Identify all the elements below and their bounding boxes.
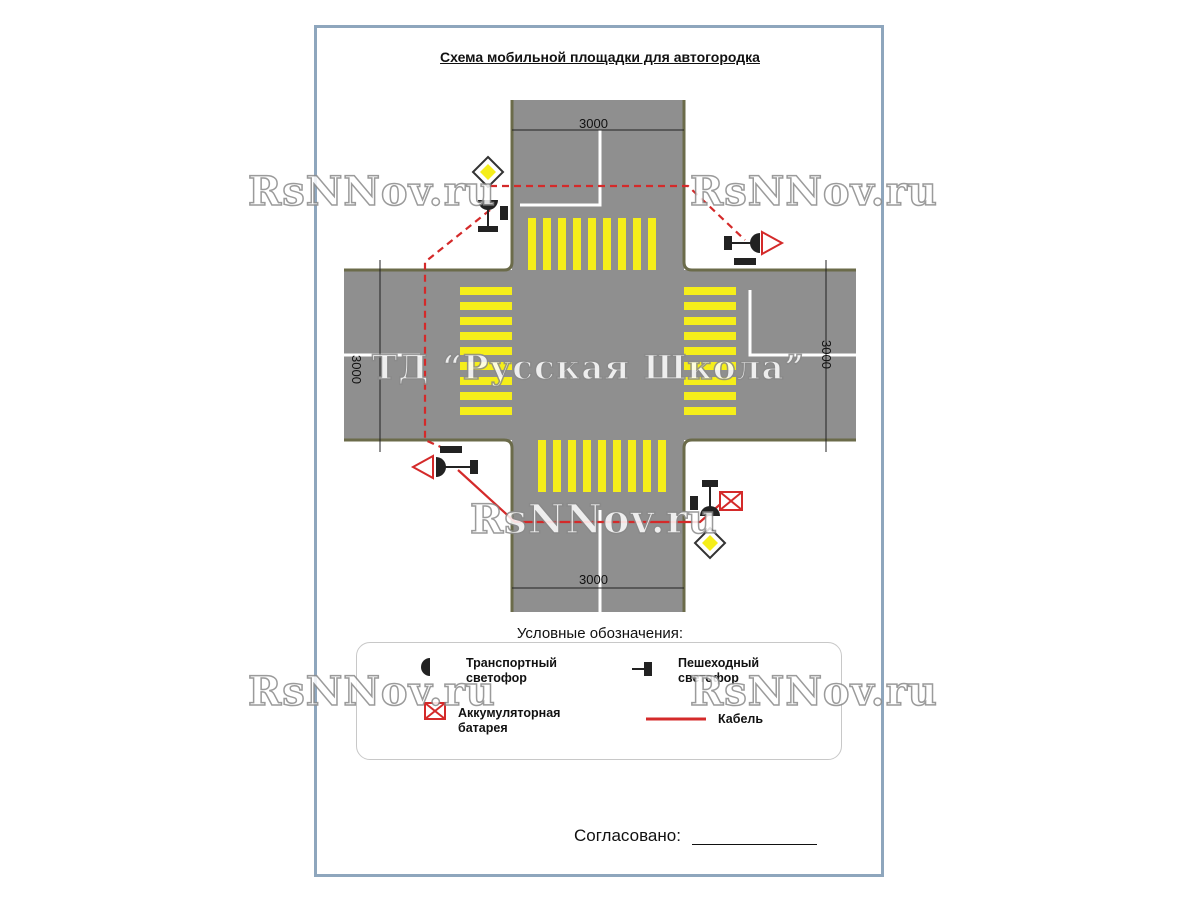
pedestrian-light-label: Пешеходный светофор [678,656,760,685]
approval-label: Согласовано: [574,826,681,845]
traffic-light-southwest [410,446,478,480]
crosswalk-south [538,440,666,492]
legend-box [356,642,842,760]
battery-legend-icon [424,702,446,720]
crosswalk-east [684,287,736,415]
battery-icon [719,491,743,511]
battery-label: Аккумуляторная батарея [458,706,561,735]
vehicle-light-label: Транспортный светофор [466,656,557,685]
cable-legend-icon [646,717,706,721]
crosswalk-north [528,218,656,270]
dimension-right: 3000 [819,340,834,369]
dimension-lines [379,129,827,589]
pedestrian-light-icon [632,662,652,676]
traffic-light-southeast [690,480,727,560]
crosswalk-west [460,287,512,415]
traffic-light-northwest [471,155,508,232]
dimension-top: 3000 [579,116,608,131]
lane-markings [344,130,856,612]
dimension-bottom: 3000 [579,572,608,587]
dimension-left: 3000 [349,355,364,384]
signature-line [692,844,817,845]
cable-label: Кабель [718,712,764,726]
traffic-light-northeast [724,230,785,265]
legend-heading: Условные обозначения: [516,625,684,642]
vehicle-light-icon [421,658,430,676]
curbs [344,100,856,612]
page-title: Схема мобильной площадки для автогородка [440,49,760,65]
